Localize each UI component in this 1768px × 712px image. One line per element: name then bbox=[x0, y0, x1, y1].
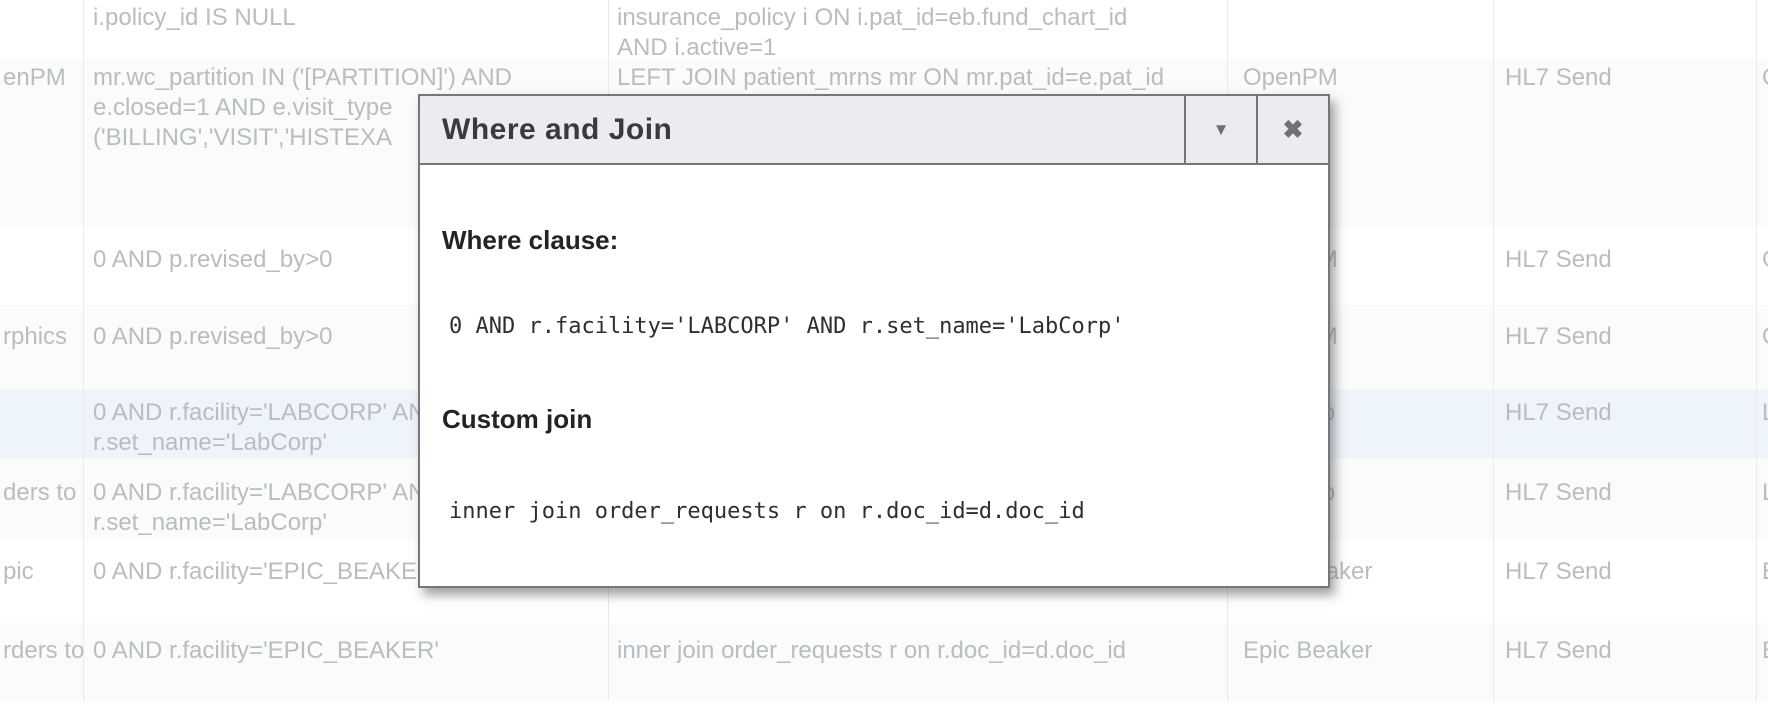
where-clause-label: Where clause: bbox=[442, 225, 619, 255]
close-button[interactable]: ✖ bbox=[1256, 96, 1328, 163]
close-icon: ✖ bbox=[1282, 115, 1304, 144]
system-cell: Epic Beaker bbox=[1228, 623, 1494, 701]
send-type-cell: HL7 Send bbox=[1494, 623, 1757, 701]
dialog-title: Where and Join bbox=[442, 113, 673, 146]
overflow-cell: L bbox=[1757, 458, 1768, 540]
send-type-cell: HL7 Send bbox=[1494, 540, 1757, 623]
chevron-down-icon: ▼ bbox=[1212, 119, 1230, 139]
system-cell bbox=[1228, 0, 1494, 58]
channel-cell: pic bbox=[0, 540, 84, 623]
overflow-cell: O bbox=[1757, 305, 1768, 390]
channel-cell bbox=[0, 227, 84, 305]
send-type-cell: HL7 Send bbox=[1494, 390, 1757, 458]
dialog-titlebar: Where and Join ▼ ✖ bbox=[420, 96, 1328, 165]
where-clause-cell: i.policy_id IS NULL bbox=[84, 0, 609, 58]
where-and-join-dialog: Where and Join ▼ ✖ Where clause: 0 AND r… bbox=[418, 94, 1330, 588]
overflow-cell: O bbox=[1757, 227, 1768, 305]
channel-cell: enPM bbox=[0, 58, 84, 227]
custom-join-cell: insurance_policy i ON i.pat_id=eb.fund_c… bbox=[609, 0, 1228, 61]
custom-join-cell: inner join order_requests r on r.doc_id=… bbox=[609, 623, 1228, 701]
collapse-button[interactable]: ▼ bbox=[1184, 96, 1256, 163]
overflow-cell bbox=[1757, 0, 1768, 58]
overflow-cell: L bbox=[1757, 390, 1768, 458]
where-clause-cell: 0 AND p.revised_by>0 bbox=[84, 305, 609, 390]
where-clause-cell: 0 AND r.facility='EPIC_BEAKER' bbox=[84, 540, 609, 623]
where-clause-cell: 0 AND r.facility='EPIC_BEAKER' bbox=[84, 623, 609, 701]
send-type-cell: HL7 Send bbox=[1494, 305, 1757, 390]
where-clause-cell: 0 AND p.revised_by>0 bbox=[84, 227, 609, 305]
send-type-cell bbox=[1494, 0, 1757, 58]
send-type-cell: HL7 Send bbox=[1494, 227, 1757, 305]
send-type-cell: HL7 Send bbox=[1494, 458, 1757, 540]
overflow-cell: O bbox=[1757, 58, 1768, 227]
where-clause-value: 0 AND r.facility='LABCORP' AND r.set_nam… bbox=[449, 314, 1125, 339]
overflow-cell: E bbox=[1757, 623, 1768, 701]
dialog-body: Where clause: 0 AND r.facility='LABCORP'… bbox=[420, 165, 1328, 527]
channel-cell: rphics bbox=[0, 305, 84, 390]
system-cell: OpenPM bbox=[1228, 58, 1494, 227]
channel-cell bbox=[0, 0, 84, 58]
custom-join-label: Custom join bbox=[442, 404, 593, 434]
channel-cell bbox=[0, 390, 84, 458]
overflow-cell: E bbox=[1757, 540, 1768, 623]
send-type-cell: HL7 Send bbox=[1494, 58, 1757, 227]
channel-cell: rders to bbox=[0, 623, 84, 701]
custom-join-value: inner join order_requests r on r.doc_id=… bbox=[449, 499, 1085, 524]
channel-cell: ders to bbox=[0, 458, 84, 540]
